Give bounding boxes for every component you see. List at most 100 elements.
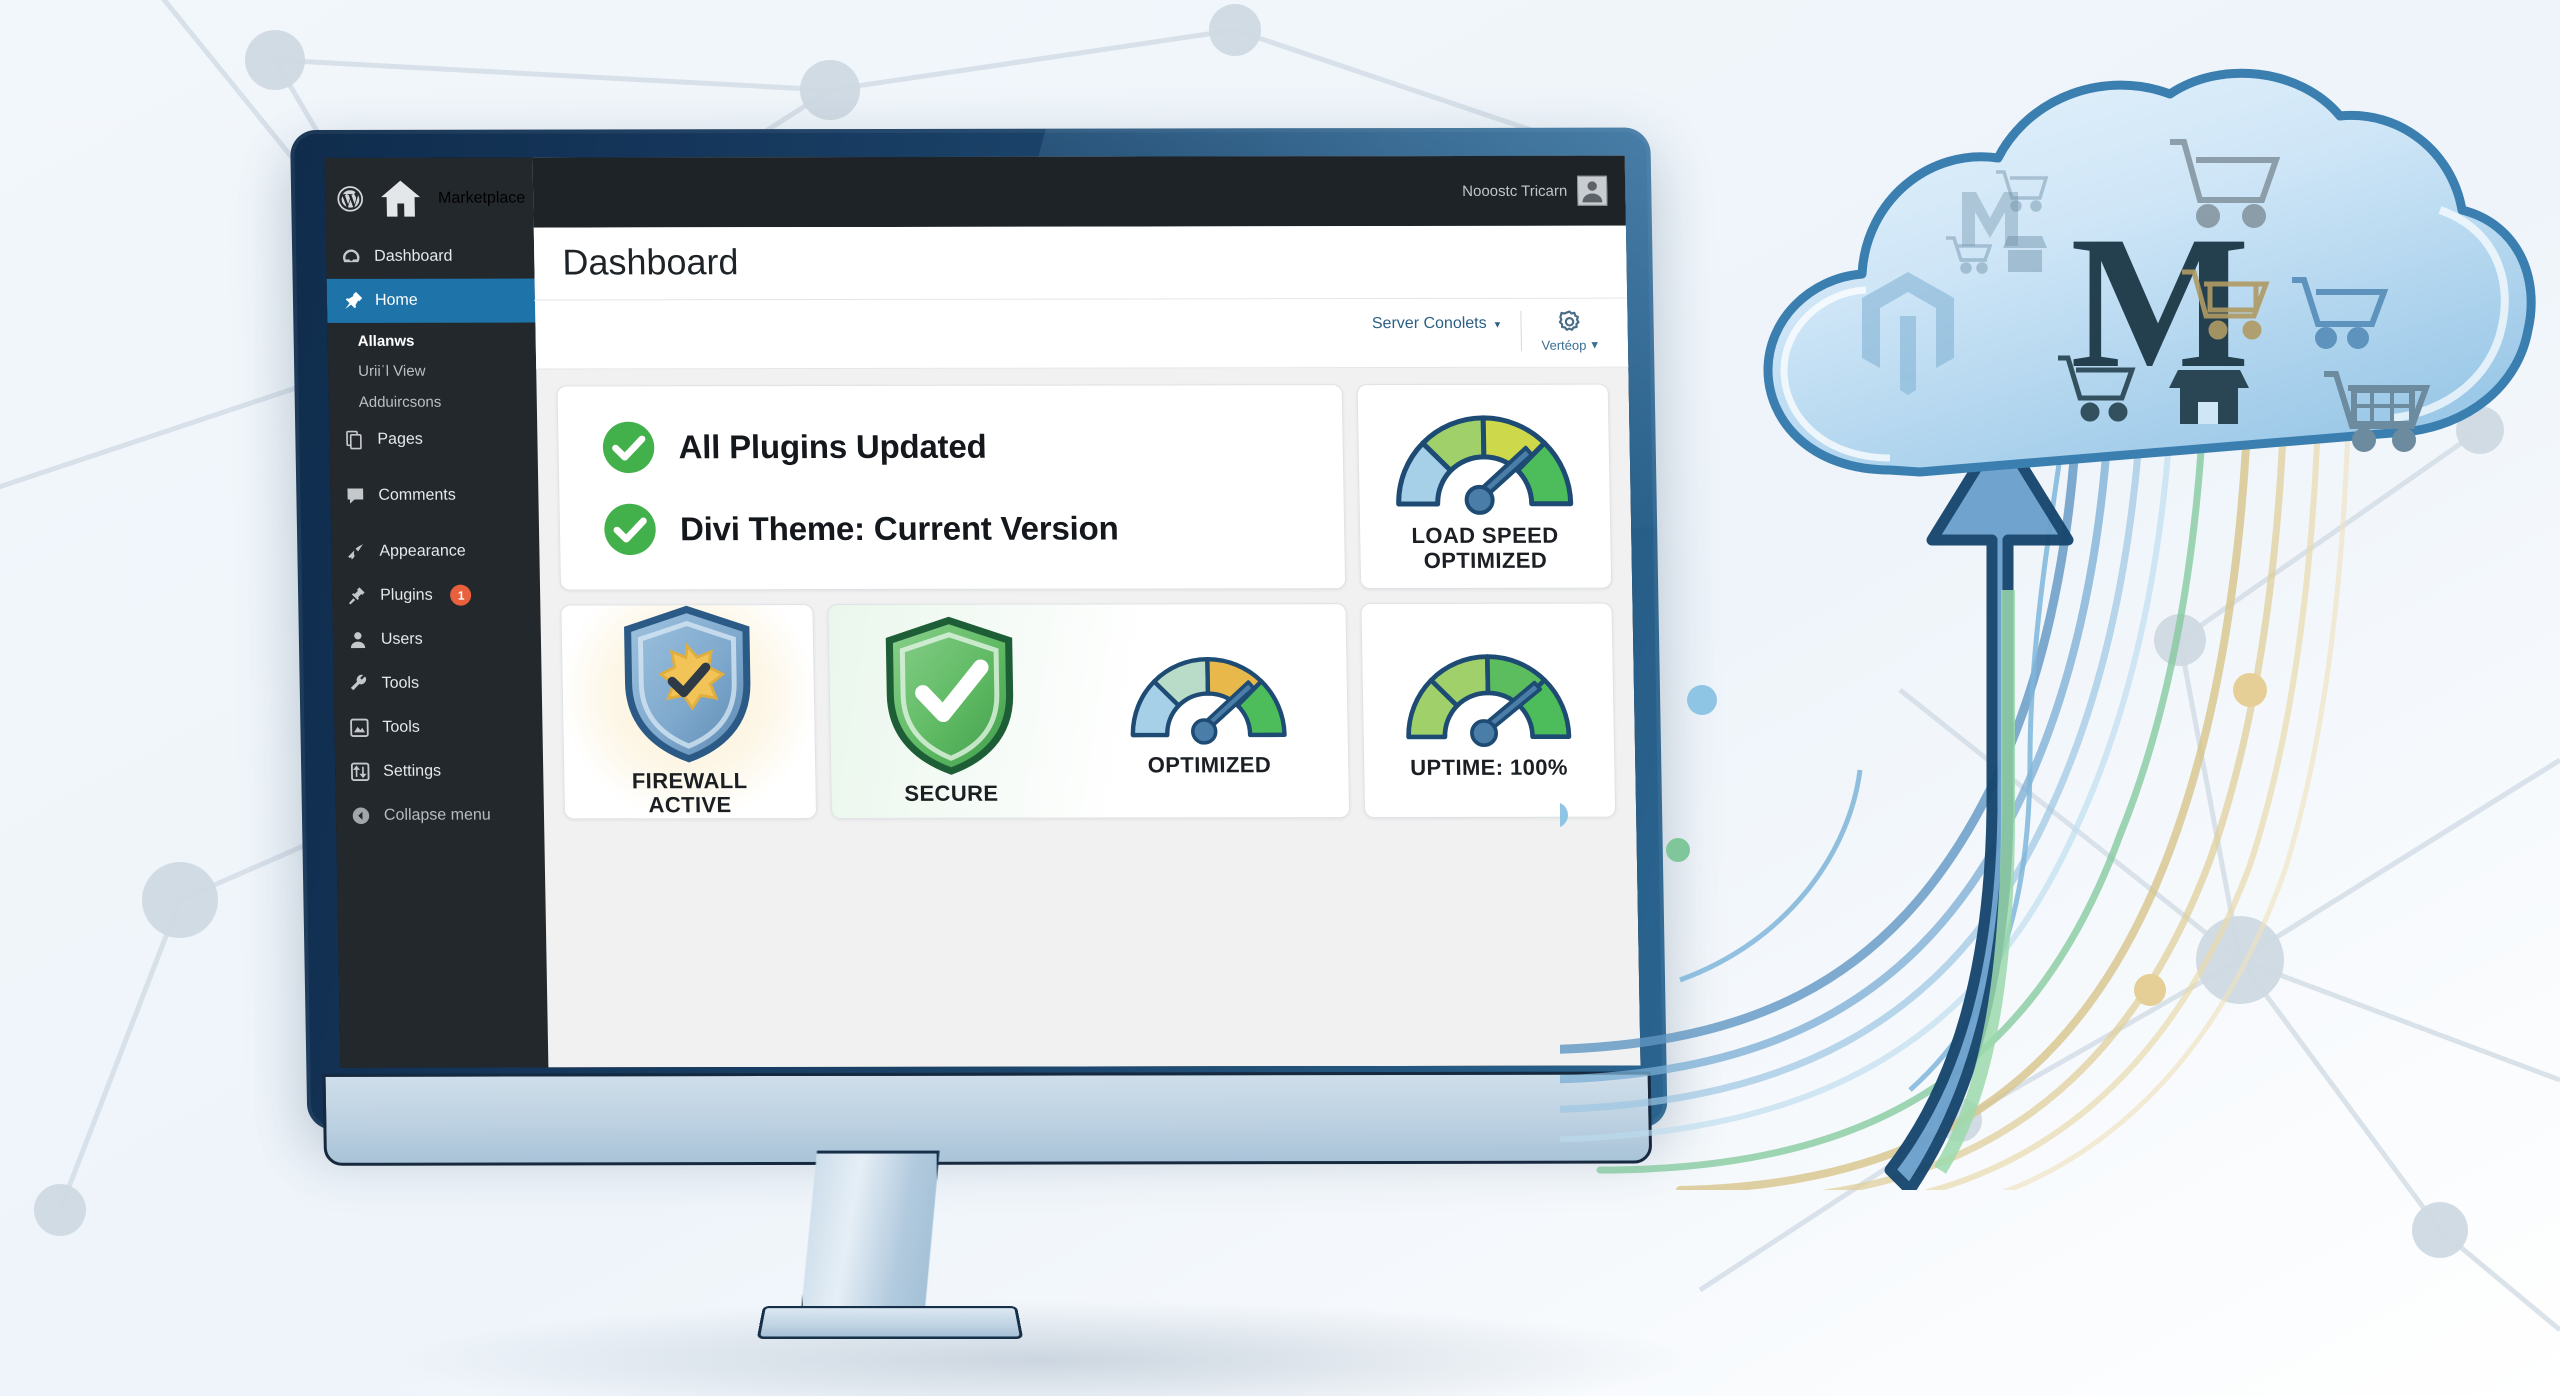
optimized-cell[interactable]: OPTIMIZED [1118,643,1298,778]
sidebar-item-label: Plugins [379,586,433,604]
magento-m-icon [1962,192,2018,246]
card-label-line2: ACTIVE [648,792,732,818]
card-label: FIREWALL ACTIVE [632,768,749,818]
status-card[interactable]: All Plugins Updated Divi Theme: Current … [556,384,1346,591]
card-label: LOAD SPEED OPTIMIZED [1411,522,1559,573]
sidebar-item-label: Users [380,630,423,648]
monitor-stand-neck [800,1151,941,1326]
shopping-cart-icon [1946,236,1993,274]
status-text: Divi Theme: Current Version [679,509,1119,547]
shield-burst-check-icon [624,605,751,763]
wp-admin-bar[interactable]: Nooostc Tricarn [532,155,1626,228]
sidebar-subitem-view[interactable]: Uriiˈl View [358,362,426,380]
plugins-update-badge: 1 [450,584,472,607]
sidebar-marketplace-label: Marketplace [437,190,526,208]
user-avatar-icon [1582,181,1603,203]
shopping-cart-icon [1996,170,2049,212]
check-circle-icon [602,421,655,473]
gear-icon [1558,310,1580,331]
appearance-brush-icon [348,543,365,560]
sidebar-subitem-addons[interactable]: Adduircsons [358,393,442,411]
home-icon[interactable] [375,174,427,225]
pages-icon [346,430,362,450]
dashboard-gauge-icon [342,249,360,263]
screen-options-bar[interactable]: Server Conolets ▾ Vertéop ▾ [535,298,1629,370]
page-header: Dashboard [533,225,1628,301]
sidebar-item-home[interactable]: Home [326,278,536,323]
check-circle-icon [604,503,656,555]
shopping-cart-icon [2058,355,2136,422]
card-label: UPTIME: 100% [1410,754,1569,781]
card-label-line2: OPTIMIZED [1423,547,1548,573]
magento-logo-icon [1862,272,1954,395]
monitor-bezel: Marketplace Dashboard Home A [290,127,1668,1130]
sidebar-item-settings[interactable]: Settings [335,749,544,793]
shopping-cart-icon [2324,371,2431,452]
comments-icon [347,488,364,504]
wp-admin-sidebar[interactable]: Marketplace Dashboard Home A [324,157,549,1068]
sidebar-top-row[interactable]: Marketplace [325,164,534,235]
sidebar-item-users[interactable]: Users [333,617,542,661]
magento-cloud: M [1763,68,2536,477]
wordpress-logo-icon[interactable] [337,186,364,213]
sidebar-spacer [331,517,539,529]
sidebar-collapse-label: Collapse menu [383,806,491,824]
storefront-icon [2003,236,2047,272]
sidebar-item-label: Dashboard [374,247,453,265]
flow-node-dot [1560,803,1568,827]
sidebar-item-label: Comments [378,486,456,504]
firewall-card[interactable]: FIREWALL ACTIVE [560,604,817,820]
up-arrow-icon [1884,424,2074,1190]
storefront-icon [2169,370,2249,424]
monitor-shadow [380,1300,1700,1396]
monitor-stand-base [756,1306,1024,1339]
card-label: SECURE [904,780,999,807]
avatar[interactable] [1576,175,1608,206]
shopping-cart-icon [2170,139,2281,228]
adminbar-user-label[interactable]: Nooostc Tricarn [1462,182,1568,200]
page-title: Dashboard [561,241,739,283]
tab-server-consoles[interactable]: Server Conolets ▾ [1360,307,1515,341]
sidebar-item-comments[interactable]: Comments [330,473,539,517]
sidebar-item-pages[interactable]: Pages [329,417,538,461]
tools-box-icon [350,718,369,737]
uptime-card[interactable]: UPTIME: 100% [1359,602,1617,819]
tab-server-consoles-label: Server Conolets [1371,314,1487,333]
secure-and-optimized-card[interactable]: SECURE [826,603,1350,819]
help-menu[interactable]: Vertéop ▾ [1527,307,1612,355]
sidebar-subsection-heading: Allanws [357,332,415,350]
sidebar-collapse-menu[interactable]: Collapse menu [336,793,545,837]
card-label-line1: LOAD SPEED [1411,522,1559,548]
divider [1519,310,1522,351]
monitor-chin [322,1071,1653,1166]
sidebar-item-label: Tools [381,674,420,692]
users-icon [350,631,366,648]
sidebar-spacer [330,461,538,473]
shield-check-icon [885,616,1013,775]
sidebar-item-label: Settings [383,762,442,780]
collapse-arrow-icon [352,807,370,824]
secure-cell[interactable]: SECURE [877,616,1022,807]
sidebar-item-tools-alt[interactable]: Tools [334,705,543,749]
status-text: All Plugins Updated [678,427,987,465]
flow-node-dot [2233,673,2267,707]
sidebar-item-label: Appearance [379,542,466,560]
sidebar-item-plugins[interactable]: Plugins 1 [332,573,541,617]
sidebar-item-tools[interactable]: Tools [333,661,542,705]
flow-node-dot [1687,685,1717,715]
flow-node-dot [1666,838,1690,862]
gauge-icon [1406,654,1572,748]
status-row-theme: Divi Theme: Current Version [602,500,1119,557]
gauge-icon [1395,415,1573,515]
sidebar-item-dashboard[interactable]: Dashboard [326,234,535,278]
load-speed-card[interactable]: LOAD SPEED OPTIMIZED [1356,383,1613,590]
shopping-cart-icon [2292,277,2389,349]
gauge-icon [1130,657,1287,745]
shopping-cart-icon [2182,269,2270,340]
sidebar-item-label: Home [374,291,418,309]
sidebar-item-appearance[interactable]: Appearance [331,529,540,573]
card-label: OPTIMIZED [1147,752,1272,778]
chevron-down-icon: ▾ [1494,318,1501,331]
sidebar-item-label: Pages [377,430,423,448]
wp-admin-content: Nooostc Tricarn Dashboard Server Conolet… [532,155,1641,1068]
